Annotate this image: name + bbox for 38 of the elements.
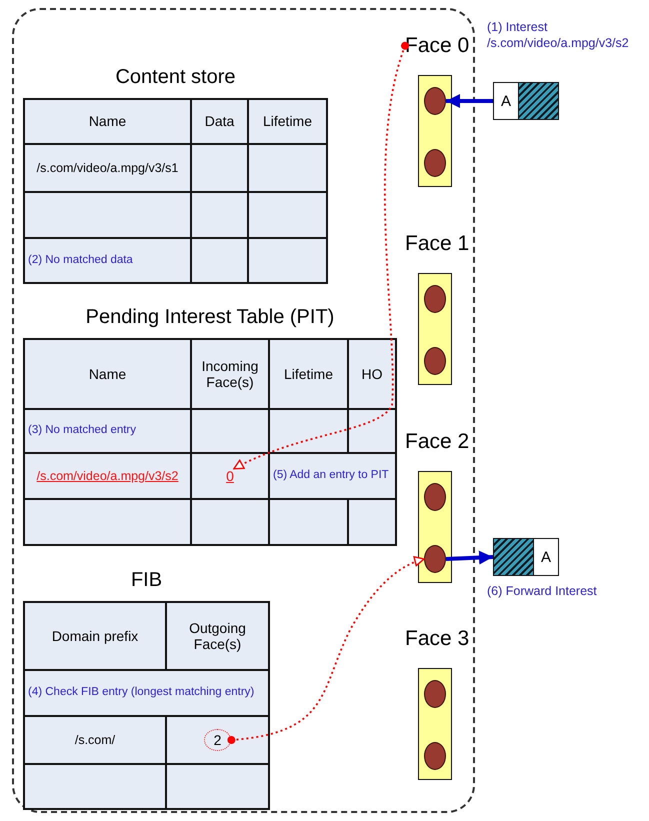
table-cell: (3) No matched entry (25, 410, 190, 452)
arrow (446, 550, 494, 565)
table-title: FIB (130, 569, 164, 592)
dotted-arrow (233, 42, 409, 470)
table-cell: (4) Check FIB entry (longest matching entry) (25, 671, 268, 715)
step-note: (1) Interest /s.com/video/a.mpg/v3/s2 (487, 20, 630, 52)
port-circle (424, 680, 446, 708)
router-boundary (12, 8, 475, 813)
face-number: 0 (226, 468, 234, 484)
header-cell: Incoming Face(s) (192, 340, 268, 408)
table-cell: /s.com/video/a.mpg/v3/s1 (25, 145, 190, 191)
arrow (446, 94, 493, 108)
interest-packet (493, 538, 559, 576)
header-cell: Data (192, 100, 247, 143)
port-circle (424, 742, 446, 770)
circled-face-number: 2 (204, 728, 232, 752)
port-circle (424, 347, 446, 375)
interest-packet (493, 82, 559, 120)
step-note: (6) Forward Interest (487, 584, 598, 600)
port-circle (424, 285, 446, 313)
port-circle (424, 483, 446, 511)
table-cell: (5) Add an entry to PIT (270, 454, 395, 498)
table-cell: /s.com/video/a.mpg/v3/s2 (25, 454, 190, 498)
header-cell: HO (349, 340, 395, 408)
port-circle (424, 87, 446, 115)
header-cell: Name (25, 100, 190, 143)
dotted-arrow (227, 556, 425, 744)
table-cell: (2) No matched data (25, 239, 190, 282)
header-cell: Outgoing Face(s) (167, 603, 268, 669)
header-cell: Domain prefix (25, 603, 165, 669)
table-cell: /s.com/ (25, 717, 165, 763)
port-circle (424, 545, 446, 573)
header-cell: Lifetime (249, 100, 326, 143)
table-title: Pending Interest Table (PIT) (84, 306, 336, 329)
table-title: Content store (114, 66, 237, 89)
port-circle (424, 149, 446, 177)
header-cell: Name (25, 340, 190, 408)
header-cell: Lifetime (270, 340, 347, 408)
